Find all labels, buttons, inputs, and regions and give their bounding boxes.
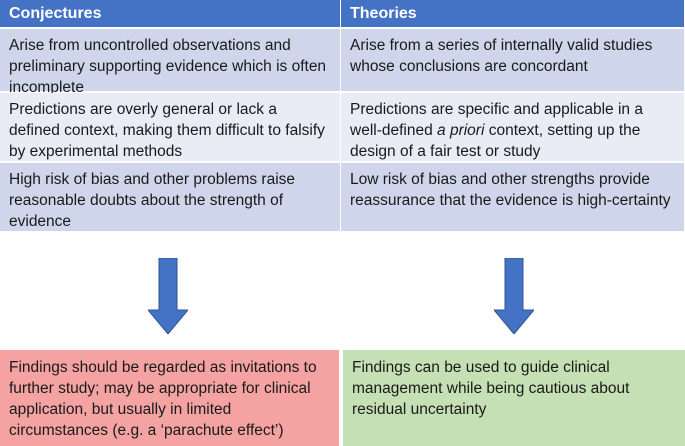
theories-cell-bias: Low risk of bias and other strengths pro…	[341, 163, 685, 233]
comparison-table: Conjectures Theories Arise from uncontro…	[0, 0, 685, 233]
theories-predictions-italic: a priori	[437, 122, 485, 139]
outcome-conjectures: Findings should be regarded as invitatio…	[0, 350, 339, 446]
header-theories: Theories	[341, 0, 685, 29]
theories-predictions-text-2: context, setting up the design of a fair…	[350, 122, 641, 160]
theories-cell-predictions: Predictions are specific and applicable …	[341, 93, 685, 163]
conjectures-cell-predictions: Predictions are overly general or lack a…	[0, 93, 341, 163]
conjectures-cell-origin: Arise from uncontrolled observations and…	[0, 29, 341, 96]
outcome-theories: Findings can be used to guide clinical m…	[343, 350, 685, 446]
conjectures-cell-bias: High risk of bias and other problems rai…	[0, 163, 341, 233]
arrow-down-icon	[494, 258, 534, 334]
theories-predictions-text-1: Predictions are specific and applicable …	[350, 101, 643, 139]
header-conjectures: Conjectures	[0, 0, 341, 29]
arrow-down-icon	[148, 258, 188, 334]
theories-cell-origin: Arise from a series of internally valid …	[341, 29, 685, 93]
